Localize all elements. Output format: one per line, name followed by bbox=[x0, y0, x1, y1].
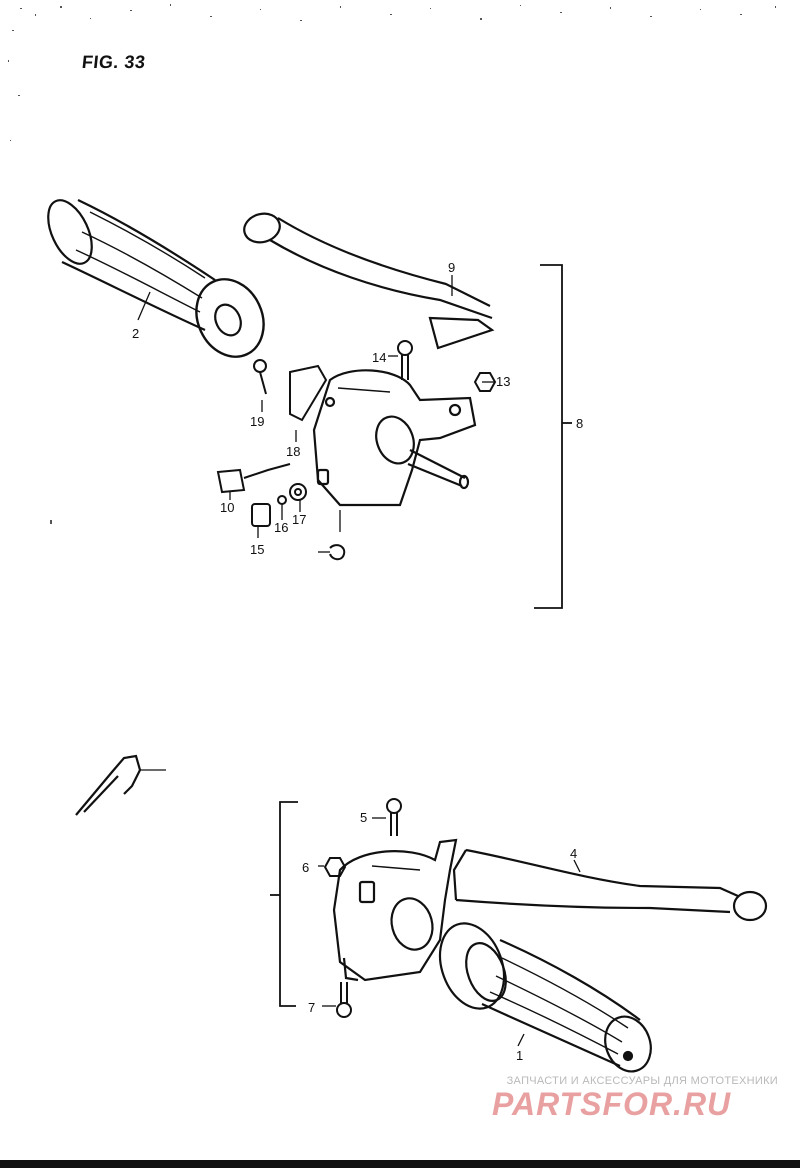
lower-small-parts bbox=[323, 798, 402, 1018]
clutch-lever bbox=[243, 212, 495, 350]
callout-4: 4 bbox=[570, 846, 577, 861]
upper-small-parts bbox=[216, 340, 497, 561]
callout-16: 18 bbox=[286, 444, 300, 459]
callout-5: 5 bbox=[360, 810, 367, 825]
callout-7: 7 bbox=[308, 1000, 315, 1015]
watermark-logo-text: PARTSFOR.RU bbox=[492, 1088, 731, 1120]
callout-10: 10 bbox=[220, 500, 234, 515]
callout-12: 14 bbox=[372, 350, 386, 365]
assembly-bracket-lower bbox=[270, 801, 298, 1007]
cable-clip bbox=[75, 754, 166, 816]
callout-17: 19 bbox=[250, 414, 264, 429]
callout-2: 2 bbox=[132, 326, 139, 341]
left-handlebar-grip bbox=[47, 199, 265, 358]
callout-13: 15 bbox=[250, 542, 264, 557]
callout-15: 17 bbox=[292, 512, 306, 527]
right-handlebar-grip bbox=[438, 922, 652, 1073]
callout-6: 6 bbox=[302, 860, 309, 875]
watermark-logo: PARTSFOR.RU bbox=[492, 1088, 731, 1120]
left-switch-housing bbox=[312, 369, 477, 507]
callout-14: 16 bbox=[274, 520, 288, 535]
assembly-bracket-8 bbox=[534, 264, 572, 609]
callout-1: 1 bbox=[516, 1048, 523, 1063]
callout-labels: 2 9 14 13 8 19 18 10 15 16 17 5 6 7 4 1 bbox=[132, 260, 583, 1063]
leader-lines-upper bbox=[137, 275, 494, 553]
callout-9: 9 bbox=[448, 260, 455, 275]
leader-lines-lower bbox=[318, 817, 581, 1047]
front-brake-lever bbox=[452, 848, 768, 922]
callout-8: 8 bbox=[576, 416, 583, 431]
right-switch-housing bbox=[332, 838, 458, 982]
watermark-caption: ЗАПЧАСТИ И АКСЕССУАРЫ ДЛЯ МОТОТЕХНИКИ bbox=[506, 1075, 778, 1087]
scan-noise bbox=[8, 4, 776, 524]
callout-11: 13 bbox=[496, 374, 510, 389]
